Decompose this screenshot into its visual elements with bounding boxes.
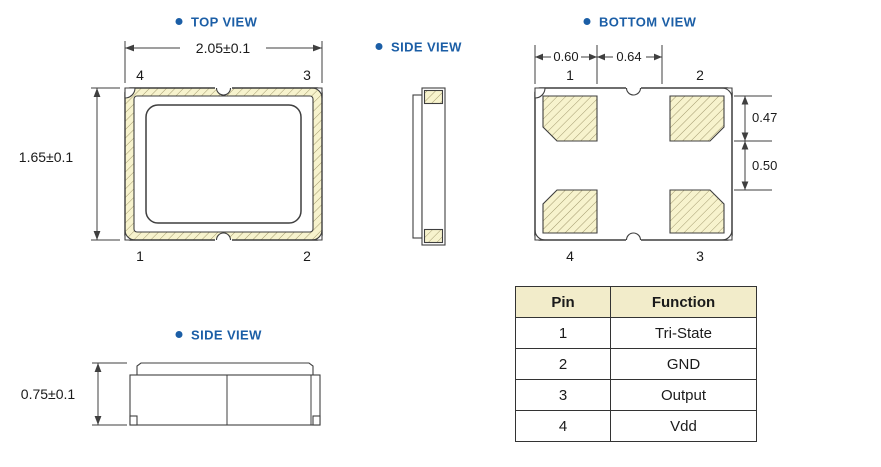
pad-1 — [542, 95, 598, 142]
side-view-bottom: SIDE VIEW 0.75±0.1 — [21, 328, 321, 426]
corner-castellation — [721, 87, 733, 99]
corner-castellation — [721, 229, 733, 241]
function-cell: Tri-State — [610, 317, 757, 349]
dimension-value: 0.50 — [752, 158, 777, 173]
corner-castellation — [312, 415, 321, 426]
side-lid — [412, 94, 423, 239]
top-view-label: TOP VIEW — [175, 15, 258, 30]
bottom-center-notch — [625, 232, 642, 241]
dimension-value: 0.60 — [553, 49, 578, 64]
header-function: Function — [610, 286, 757, 318]
top-view-width-dimension: 2.05±0.1 — [124, 40, 323, 83]
arrowhead — [93, 88, 101, 97]
side-view-top: SIDE VIEW — [375, 40, 462, 246]
bottom-center-notch — [215, 232, 232, 241]
view-title: BOTTOM VIEW — [599, 15, 697, 30]
table-row: 2 GND — [515, 348, 757, 380]
bottom-view-pads — [542, 95, 725, 234]
side-body — [421, 87, 446, 246]
pin-cell: 2 — [515, 348, 611, 380]
side-view-bottom-label: SIDE VIEW — [175, 328, 262, 343]
pin-number: 3 — [696, 248, 704, 264]
bullet-icon — [175, 331, 183, 338]
seal-pad — [423, 89, 444, 105]
top-view-pin-numbers: 4 3 1 2 — [136, 67, 311, 264]
side-view-height-dimension: 0.75±0.1 — [21, 362, 127, 426]
dimension-value: 0.64 — [616, 49, 641, 64]
pin-number: 1 — [136, 248, 144, 264]
arrowhead — [741, 181, 749, 190]
arrowhead — [535, 53, 543, 61]
side-lid — [136, 362, 314, 376]
side-view-top-label: SIDE VIEW — [375, 40, 462, 55]
view-title: SIDE VIEW — [191, 328, 262, 343]
top-center-notch — [625, 87, 642, 96]
top-view-height-dimension: 1.65±0.1 — [19, 87, 120, 241]
corner-castellation — [311, 87, 323, 99]
pin-number: 4 — [566, 248, 574, 264]
pin-cell: 4 — [515, 410, 611, 442]
bottom-view: BOTTOM VIEW 0.60 0.64 — [534, 15, 777, 264]
pin-number: 2 — [696, 67, 704, 83]
pad-3 — [669, 189, 725, 234]
dimension-value: 1.65±0.1 — [19, 149, 74, 165]
arrowhead — [94, 416, 102, 425]
corner-castellation — [129, 415, 138, 426]
top-view-package — [124, 86, 323, 242]
bottom-view-top-dimensions: 0.60 0.64 — [534, 45, 663, 84]
table-header-row: Pin Function — [515, 286, 757, 318]
corner-castellation — [534, 229, 546, 241]
dimension-value: 0.75±0.1 — [21, 386, 76, 402]
package-lid — [145, 104, 302, 224]
corner-castellation — [124, 229, 136, 241]
arrowhead — [93, 231, 101, 240]
corner-castellation — [311, 229, 323, 241]
bullet-icon — [583, 18, 591, 25]
arrowhead — [654, 53, 662, 61]
arrowhead — [125, 44, 134, 52]
table-row: 3 Output — [515, 379, 757, 411]
view-title: TOP VIEW — [191, 15, 258, 30]
view-title: SIDE VIEW — [391, 40, 462, 55]
arrowhead — [741, 96, 749, 105]
bottom-view-label: BOTTOM VIEW — [583, 15, 697, 30]
pin-number: 2 — [303, 248, 311, 264]
pin-number: 1 — [566, 67, 574, 83]
pin-number: 3 — [303, 67, 311, 83]
side-body — [129, 374, 321, 426]
pin-function-table: Pin Function 1 Tri-State 2 GND 3 Output — [515, 286, 757, 442]
arrowhead — [313, 44, 322, 52]
pad-4 — [542, 189, 598, 234]
bottom-view-pin-numbers: 1 2 4 3 — [566, 67, 704, 264]
arrowhead — [597, 53, 605, 61]
bullet-icon — [375, 43, 383, 50]
dimension-value: 2.05±0.1 — [196, 40, 251, 56]
arrowhead — [94, 363, 102, 372]
pin-cell: 3 — [515, 379, 611, 411]
dimension-value: 0.47 — [752, 110, 777, 125]
arrowhead — [589, 53, 597, 61]
function-cell: Output — [610, 379, 757, 411]
function-cell: Vdd — [610, 410, 757, 442]
bullet-icon — [175, 18, 183, 25]
table-row: 1 Tri-State — [515, 317, 757, 349]
bottom-view-right-dimensions: 0.47 0.50 — [734, 95, 777, 191]
function-cell: GND — [610, 348, 757, 380]
top-center-notch — [215, 87, 232, 96]
pin-table: Pin Function 1 Tri-State 2 GND 3 Output — [515, 286, 757, 442]
header-pin: Pin — [515, 286, 611, 318]
pin-cell: 1 — [515, 317, 611, 349]
arrowhead — [741, 141, 749, 150]
corner-castellation — [124, 87, 136, 99]
table-row: 4 Vdd — [515, 410, 757, 442]
top-view: TOP VIEW 2.05±0.1 1.65±0.1 — [19, 15, 323, 264]
pin-number: 4 — [136, 67, 144, 83]
seal-pad — [423, 228, 444, 244]
arrowhead — [741, 132, 749, 141]
pad-2 — [669, 95, 725, 142]
corner-castellation — [534, 87, 546, 99]
